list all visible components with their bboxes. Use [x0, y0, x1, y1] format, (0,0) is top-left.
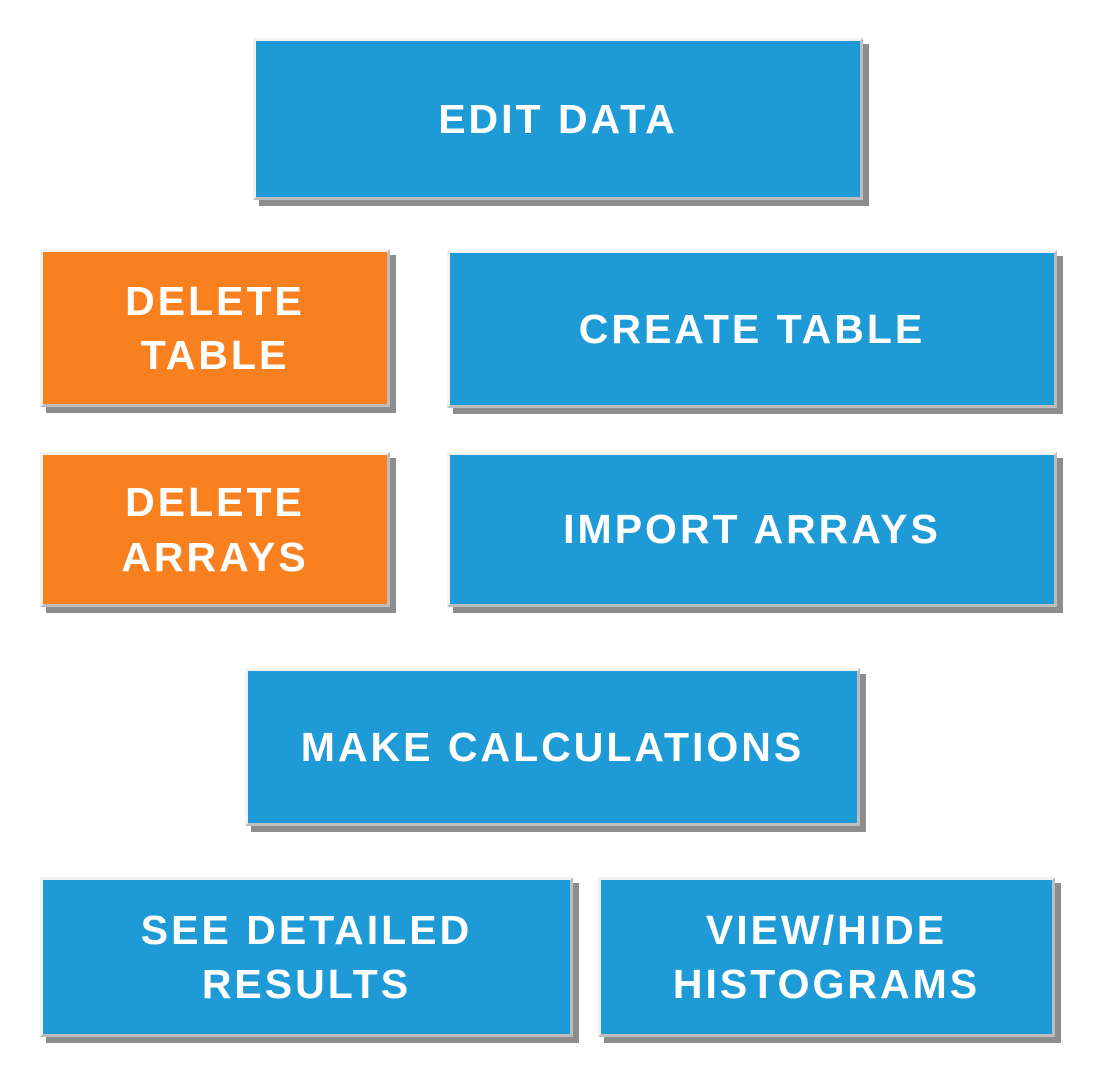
make-calculations-button[interactable]: MAKE CALCULATIONS	[245, 668, 860, 826]
delete-arrays-button[interactable]: DELETE ARRAYS	[40, 452, 390, 607]
delete-arrays-label: DELETE ARRAYS	[121, 479, 309, 580]
delete-table-button[interactable]: DELETE TABLE	[40, 249, 390, 407]
view-hide-histograms-button[interactable]: VIEW/HIDE HISTOGRAMS	[598, 877, 1055, 1037]
create-table-label: CREATE TABLE	[578, 305, 926, 352]
import-arrays-button[interactable]: IMPORT ARRAYS	[447, 452, 1057, 607]
import-arrays-label: IMPORT ARRAYS	[563, 506, 941, 553]
edit-data-label: EDIT DATA	[438, 95, 678, 142]
view-hide-histograms-label: VIEW/HIDE HISTOGRAMS	[672, 906, 981, 1007]
edit-data-button[interactable]: EDIT DATA	[253, 38, 863, 200]
create-table-button[interactable]: CREATE TABLE	[447, 250, 1057, 408]
see-detailed-results-label: SEE DETAILED RESULTS	[140, 906, 473, 1007]
see-detailed-results-button[interactable]: SEE DETAILED RESULTS	[40, 877, 573, 1037]
make-calculations-label: MAKE CALCULATIONS	[300, 723, 805, 770]
delete-table-label: DELETE TABLE	[125, 277, 305, 378]
